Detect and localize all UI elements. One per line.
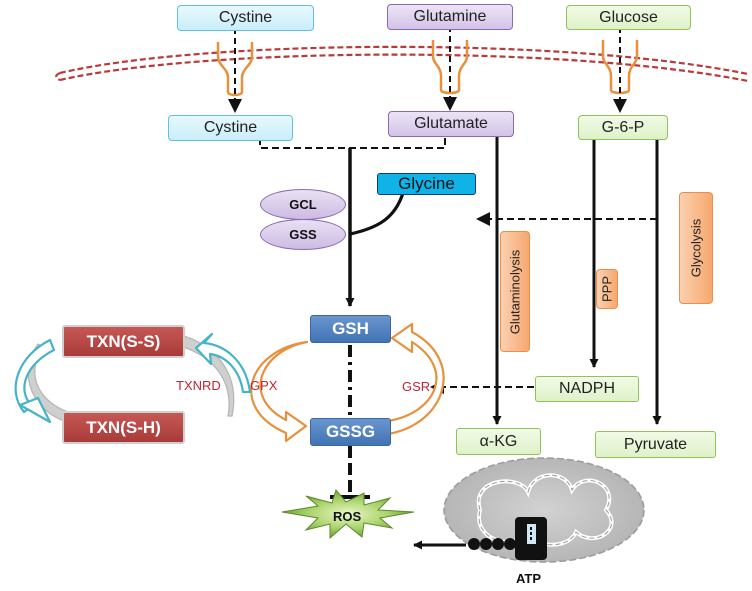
gsh-box: GSH xyxy=(310,315,391,343)
txn-blue-arrowhead-left xyxy=(18,396,52,424)
gssg-box: GSSG xyxy=(310,418,391,446)
cell-membrane xyxy=(55,45,749,83)
glutaminolysis-tab: Glutaminolysis xyxy=(500,231,530,352)
intracellular-cystine-box: Cystine xyxy=(168,115,293,141)
glycolysis-label: Glycolysis xyxy=(688,218,704,278)
alpha-kg-box: α-KG xyxy=(456,428,541,455)
gss-enzyme: GSS xyxy=(260,219,346,250)
glutathione-cycle xyxy=(250,322,445,443)
gpx-label: GPX xyxy=(250,378,278,393)
ppp-label: PPP xyxy=(599,275,615,303)
glycine-box: Glycine xyxy=(377,173,476,195)
transporter-cystine xyxy=(216,42,254,97)
ros-burst xyxy=(281,488,415,540)
gpx-cycle-arrow xyxy=(250,340,309,443)
glycolysis-tab: Glycolysis xyxy=(679,192,713,304)
extracellular-glutamine-box: Glutamine xyxy=(387,4,513,30)
precursor-dashed-links xyxy=(259,136,446,149)
nadph-box: NADPH xyxy=(535,376,639,402)
glutamate-box: Glutamate xyxy=(388,111,514,137)
ros-label: ROS xyxy=(333,509,362,524)
extracellular-glucose-box: Glucose xyxy=(566,5,691,30)
import-arrows xyxy=(228,26,627,113)
extracellular-cystine-box: Cystine xyxy=(177,5,314,31)
g6p-box: G-6-P xyxy=(578,115,668,140)
glutaminolysis-label: Glutaminolysis xyxy=(507,249,523,334)
txn-blue-arrow-right xyxy=(194,332,252,394)
pyruvate-box: Pyruvate xyxy=(595,431,716,458)
txnrd-label: TXNRD xyxy=(176,378,221,393)
txn-oxidized-box: TXN(S-S) xyxy=(62,325,185,358)
gcl-enzyme: GCL xyxy=(260,189,346,220)
thioredoxin-cycle xyxy=(14,332,252,424)
glycine-link xyxy=(349,192,405,236)
txn-reduced-box: TXN(S-H) xyxy=(62,411,185,444)
transporter-glutamine xyxy=(431,40,469,95)
ppp-tab: PPP xyxy=(596,269,618,309)
atp-synthase xyxy=(468,517,547,560)
gsr-label: GSR xyxy=(402,379,431,394)
gsr-cycle-arrow xyxy=(386,322,445,436)
atp-label: ATP xyxy=(516,571,542,586)
